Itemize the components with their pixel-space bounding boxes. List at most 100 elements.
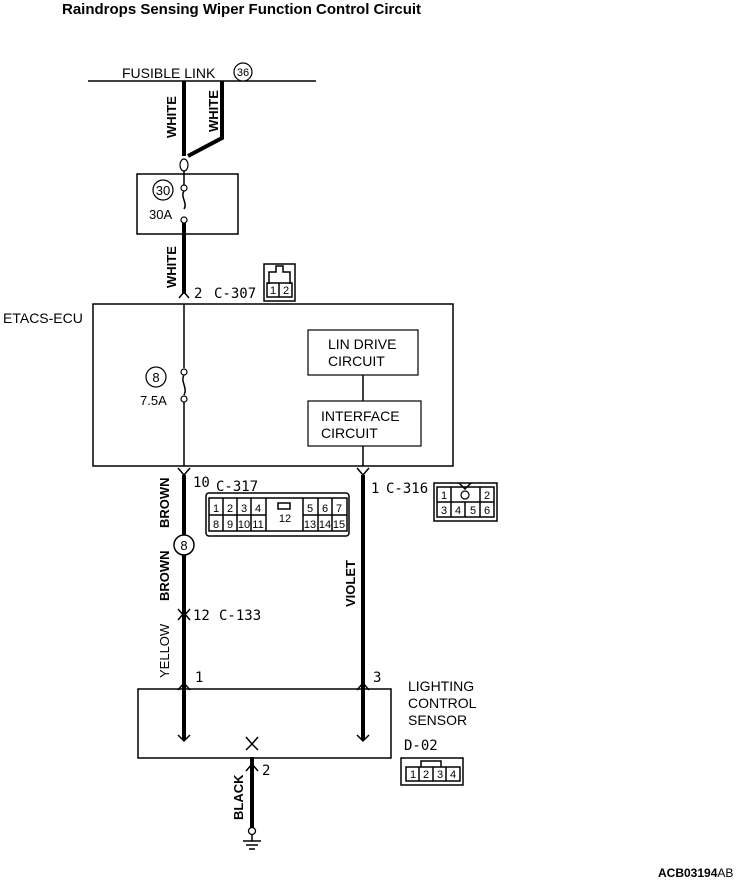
lighting-control-sensor-box xyxy=(137,688,392,759)
fuse-30-terminal-bottom xyxy=(180,216,188,224)
c133-name: C-133 xyxy=(219,608,261,624)
drawing-code: ACB03194AB xyxy=(658,866,733,880)
c317-pin-11: 11 xyxy=(252,519,263,531)
fuse-8-number: 8 xyxy=(152,370,159,385)
fuse-30-terminal-top xyxy=(180,184,188,192)
ecu-box xyxy=(92,303,454,467)
c317-pin-5: 5 xyxy=(307,503,313,515)
fuse-8-terminal-bottom xyxy=(180,395,188,403)
fusible-link-number: 36 xyxy=(237,67,249,79)
fuse-8-number-circle xyxy=(145,366,167,388)
label-white-lower: WHITE xyxy=(164,246,179,288)
d02-pin-4: 4 xyxy=(450,769,456,781)
interface-line1: INTERFACE xyxy=(321,408,400,424)
c316-pin-mark xyxy=(356,467,370,477)
c133-pin-mark-upper xyxy=(177,608,191,618)
sensor-pin-3-inner xyxy=(356,734,370,743)
c307-pin-2: 2 xyxy=(283,285,289,297)
diagram-title: Raindrops Sensing Wiper Function Control… xyxy=(62,1,421,18)
c133-pin: 12 xyxy=(193,608,210,624)
fuse-8-terminal-top xyxy=(180,368,188,376)
c316-pin-1: 1 xyxy=(441,490,447,502)
fuse-30-element xyxy=(182,190,186,210)
d02-name: D-02 xyxy=(404,738,438,754)
d02-pin-3: 3 xyxy=(437,769,443,781)
ground-pin-mark-lower xyxy=(245,742,259,751)
sensor-pin-1: 1 xyxy=(195,670,203,686)
c317-pin-3: 3 xyxy=(241,503,247,515)
c316-pin-5: 5 xyxy=(470,505,476,517)
fuse-8-rating: 7.5A xyxy=(140,393,167,408)
sensor-label-line1: LIGHTING xyxy=(408,678,474,694)
c317-connector-face xyxy=(205,492,350,537)
c317-pin-2: 2 xyxy=(227,503,233,515)
c317-pin-12: 12 xyxy=(279,513,291,525)
label-violet: VIOLET xyxy=(343,560,358,607)
drawing-code-suffix: AB xyxy=(717,866,733,880)
fuse-30-link-top xyxy=(179,158,189,172)
label-brown-upper: BROWN xyxy=(157,477,172,528)
sensor-label-line3: SENSOR xyxy=(408,712,467,728)
c317-pin-7: 7 xyxy=(336,503,342,515)
c316-name: C-316 xyxy=(386,481,428,497)
c307-connector-face xyxy=(263,263,296,302)
lin-drive-line1: LIN DRIVE xyxy=(328,336,396,352)
interface-circuit-box xyxy=(307,400,422,447)
c317-pin-15: 15 xyxy=(333,519,345,531)
c133-pin-mark-lower xyxy=(177,611,191,621)
c317-pin-13: 13 xyxy=(304,519,316,531)
c317-name: C-317 xyxy=(216,479,258,495)
c317-pin-14: 14 xyxy=(319,519,331,531)
label-white-left: WHITE xyxy=(164,96,179,138)
ecu-label: ETACS-ECU xyxy=(3,310,83,326)
c307-pin-1: 1 xyxy=(270,285,276,297)
fuse-30-number: 30 xyxy=(156,183,170,198)
d02-connector-face xyxy=(400,757,464,786)
c317-pin-9: 9 xyxy=(227,519,233,531)
label-black: BLACK xyxy=(231,774,246,820)
drawing-code-main: ACB03194 xyxy=(658,866,718,880)
c316-pin-3: 3 xyxy=(441,505,447,517)
sensor-label-line2: CONTROL xyxy=(408,695,477,711)
label-yellow: YELLOW xyxy=(157,623,172,678)
fuse-8-element xyxy=(182,374,186,396)
c317-pin-1: 1 xyxy=(213,503,219,515)
c316-pin-4: 4 xyxy=(455,505,461,517)
c317-pin: 10 xyxy=(193,475,210,491)
d02-pin-2: 2 xyxy=(423,769,429,781)
c317-pin-10: 10 xyxy=(238,519,250,531)
ground-symbol xyxy=(243,826,261,850)
sensor-pin-1-mark xyxy=(177,681,191,691)
fuse-30-rating: 30A xyxy=(149,207,172,222)
fusible-link-label: FUSIBLE LINK xyxy=(122,65,216,81)
c307-pin-mark xyxy=(178,290,190,299)
c317-pin-6: 6 xyxy=(322,503,328,515)
c317-pin-8: 8 xyxy=(213,519,219,531)
c316-connector-face xyxy=(433,482,498,522)
label-white-right: WHITE xyxy=(206,90,221,132)
sensor-pin-3: 3 xyxy=(373,670,381,686)
sensor-pin-2: 2 xyxy=(262,763,270,779)
c316-pin-6: 6 xyxy=(484,505,490,517)
splice-circle xyxy=(173,534,195,556)
d02-pin-1: 1 xyxy=(410,769,416,781)
c316-pin: 1 xyxy=(371,481,379,497)
c307-name: C-307 xyxy=(214,286,256,302)
c316-pin-2: 2 xyxy=(484,490,490,502)
interface-line2: CIRCUIT xyxy=(321,425,378,441)
wire-white-right xyxy=(187,81,224,158)
splice-number: 8 xyxy=(180,538,187,553)
c317-pin-mark xyxy=(177,467,191,477)
lin-drive-line2: CIRCUIT xyxy=(328,353,385,369)
c307-pin: 2 xyxy=(194,286,202,302)
label-brown-lower: BROWN xyxy=(157,550,172,601)
c307-latch xyxy=(268,265,291,284)
fuse-30-number-circle xyxy=(152,179,174,201)
fuse-30-box xyxy=(136,173,239,235)
c317-pin-4: 4 xyxy=(255,503,261,515)
lin-drive-circuit-box xyxy=(307,329,419,376)
sensor-pin-1-inner xyxy=(177,734,191,743)
fusible-link-number-circle xyxy=(233,62,253,82)
sensor-pin-3-mark xyxy=(356,681,370,691)
